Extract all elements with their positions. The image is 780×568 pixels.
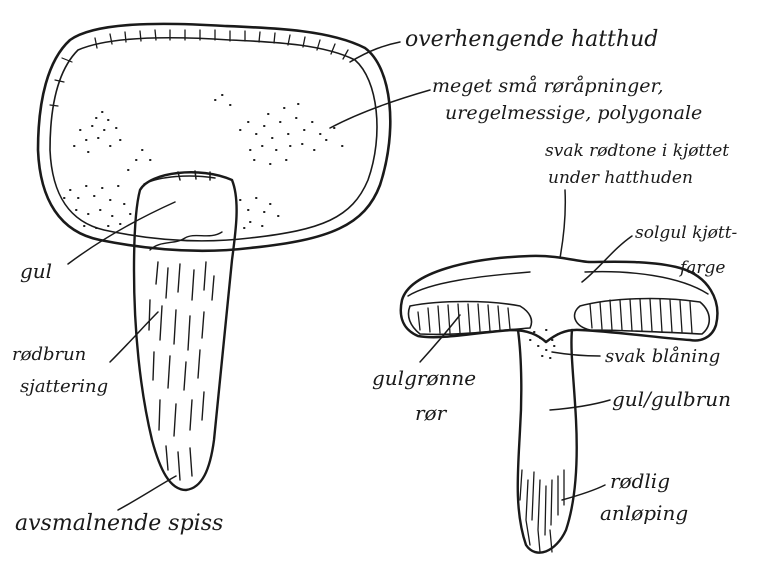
label-svak-blaning: svak blåning — [605, 345, 720, 367]
label-overhengende-hatthud: overhengende hatthud — [405, 27, 658, 52]
label-gulgronne-2: rør — [415, 401, 448, 425]
label-avsmalnende-spiss: avsmalnende spiss — [15, 511, 223, 536]
label-rodlig-2: anløping — [600, 501, 688, 525]
label-rodlig-1: rødlig — [610, 469, 670, 493]
label-rorapninger-1: meget små røråpninger, — [432, 75, 664, 97]
right-stem-section — [518, 330, 577, 553]
left-cap — [38, 24, 390, 251]
label-solgul-1: solgul kjøtt- — [635, 223, 738, 243]
label-gul: gul — [20, 259, 52, 283]
label-rodtone-2: under hatthuden — [548, 168, 693, 188]
label-rorapninger-2: uregelmessige, polygonale — [445, 102, 702, 124]
left-cap-pores — [64, 95, 343, 228]
label-gulgronne-1: gulgrønne — [372, 366, 476, 390]
label-solgul-2: farge — [678, 258, 726, 278]
label-rodbrun-1: rødbrun — [12, 344, 86, 365]
label-rodbrun-2: sjattering — [20, 376, 108, 397]
label-rodtone-1: svak rødtone i kjøttet — [545, 141, 729, 161]
label-gul-gulbrun: gul/gulbrun — [612, 387, 731, 411]
left-stem — [134, 171, 237, 490]
